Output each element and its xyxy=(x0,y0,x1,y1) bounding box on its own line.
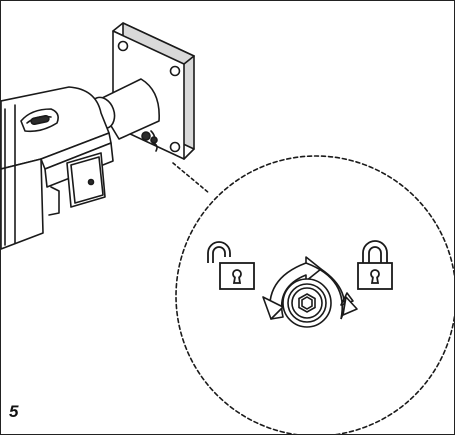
unlocked-padlock-icon xyxy=(207,241,255,290)
leader-line xyxy=(172,162,210,194)
locked-padlock-icon xyxy=(357,240,393,290)
camera-body xyxy=(1,86,114,250)
step-number: 5 xyxy=(9,402,19,421)
hex-screw-icon xyxy=(282,278,332,328)
rotate-arrows-icon xyxy=(262,256,358,320)
detail-circle xyxy=(175,155,454,434)
